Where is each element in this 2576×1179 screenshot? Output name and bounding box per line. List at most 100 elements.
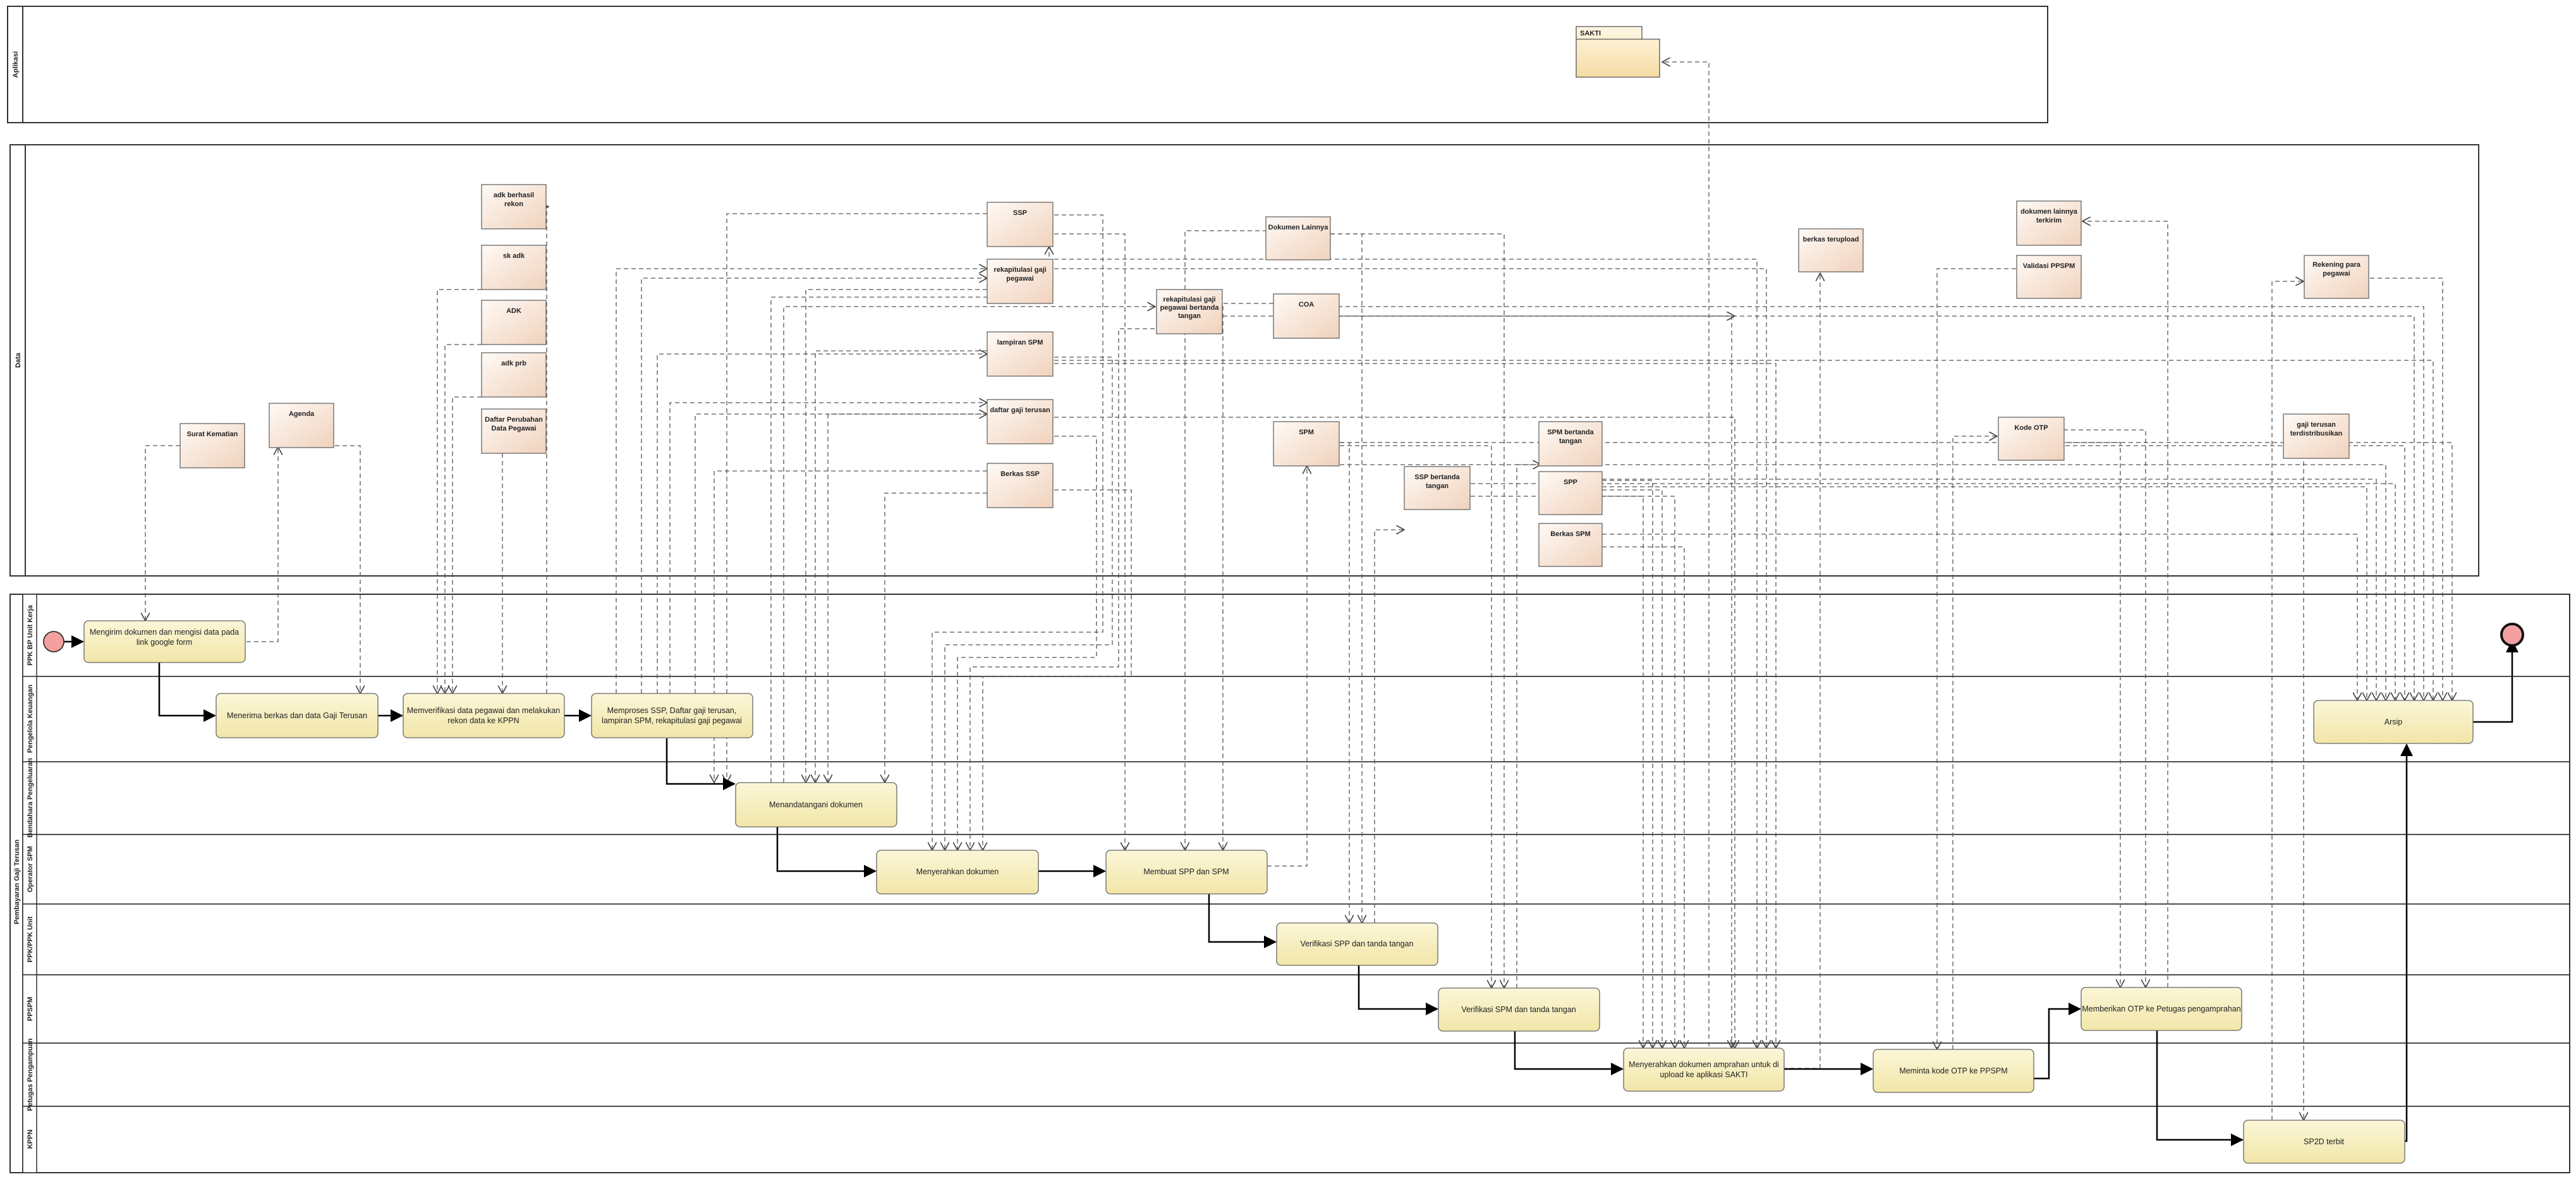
data-agenda[interactable]: Agenda [269,403,334,448]
data-lampiran-spm-label: lampiran SPM [997,339,1043,346]
data-rekapitulasi-gaji-line2: pegawai [1006,275,1033,283]
task-memproses-ssp[interactable] [591,693,753,738]
data-adk-berhasil-rekon-line2: rekon [504,200,523,208]
sakti-application[interactable]: SAKTI [1576,26,1660,78]
data-ssp-bertanda-tangan-line2: tangan [1426,482,1449,490]
data-rekapitulasi-ttd-line2: pegawai bertanda [1160,304,1220,312]
data-berkas-ssp[interactable]: Berkas SSP [987,463,1054,508]
data-associations [145,62,2452,1120]
data-agenda-label: Agenda [289,410,315,418]
data-daftar-gaji-terusan[interactable]: daftar gaji terusan [987,399,1054,444]
data-berkas-terupload[interactable]: berkas terupload [1798,228,1864,272]
task-memberikan-otp[interactable] [2081,987,2242,1031]
task-menyerahkan-dokumen[interactable] [876,850,1039,895]
pool-data-label: Data [15,352,22,368]
data-kode-otp[interactable]: Kode OTP [1998,417,2065,461]
data-ssp-label: SSP [1013,209,1027,217]
data-daftar-perubahan-line1: Daftar Perubahan [485,416,543,424]
task-verifikasi-data-pegawai-label: Memverifikasi data pegawai dan melakukan… [407,706,561,725]
task-verifikasi-data-pegawai[interactable] [403,693,565,738]
start-event [43,631,64,652]
data-berkas-spm-label: Berkas SPM [1550,530,1591,538]
data-rekapitulasi-ttd-line3: tangan [1178,312,1201,320]
data-berkas-spm[interactable]: Berkas SPM [1538,523,1603,567]
data-spp[interactable]: SPP [1538,471,1603,515]
task-arsip-label: Arsip [2385,718,2403,726]
data-surat-kematian-label: Surat Kematian [187,431,238,438]
lane-label-kppn: KPPN [27,1130,34,1149]
lane-label-ppspm: PPSPM [27,997,34,1022]
data-lampiran-spm[interactable]: lampiran SPM [987,331,1054,377]
task-mengirim-dokumen[interactable] [83,620,246,663]
data-dokumen-lainnya[interactable]: Dokumen Lainnya [1265,216,1331,260]
sequence-flows [64,635,2518,1146]
task-meminta-otp[interactable] [1873,1049,2034,1093]
sakti-label: SAKTI [1580,30,1601,37]
data-validasi-ppspm-label: Validasi PPSPM [2023,262,2075,270]
task-membuat-spp-spm-label: Membuat SPP dan SPM [1143,867,1229,876]
data-adk-label: ADK [506,307,521,315]
task-sp2d-terbit-label: SP2D terbit [2304,1137,2344,1146]
data-dokumen-terkirim-line1: dokumen lainnya [2020,208,2078,216]
lane-label-bendahara: Bendahara Pengeluaran [27,758,34,838]
data-sk-adk-label: sk adk [503,252,525,260]
task-verifikasi-spm[interactable] [1438,987,1600,1032]
data-objects: Surat Kematian Agenda adk berhasilrekon … [179,184,2369,567]
task-menandatangani-label: Menandatangani dokumen [769,800,863,809]
task-menyerahkan-amprahan[interactable] [1623,1048,1785,1092]
data-spm[interactable]: SPM [1273,421,1340,467]
data-kode-otp-label: Kode OTP [2014,424,2048,432]
task-menerima-berkas[interactable] [216,693,379,738]
task-arsip[interactable] [2313,700,2474,744]
pool-proses-label: Pembayaran Gaji Terusan [13,840,21,925]
data-coa[interactable]: COA [1273,293,1340,339]
data-dokumen-lainnya-label: Dokumen Lainnya [1268,224,1329,231]
data-rekening-pegawai-line1: Rekening para [2312,261,2361,269]
data-spp-label: SPP [1564,479,1577,486]
data-daftar-gaji-terusan-label: daftar gaji terusan [990,406,1050,414]
data-adk-prb[interactable]: adk prb [481,352,547,398]
data-ssp[interactable]: SSP [987,202,1054,247]
data-surat-kematian[interactable]: Surat Kematian [179,423,245,468]
data-rekapitulasi-ttd-line1: rekapitulasi gaji [1163,296,1215,303]
task-verifikasi-spp-label: Verifikasi SPP dan tanda tangan [1300,939,1413,948]
data-spm-label: SPM [1299,429,1314,436]
task-memproses-ssp-label: Memproses SSP, Daftar gaji terusan,lampi… [602,706,742,725]
data-ssp-bertanda-tangan-line1: SSP bertanda [1414,473,1460,481]
data-sk-adk[interactable]: sk adk [481,245,547,290]
lane-label-pengelola: Pengelola Keuangan [27,685,34,753]
lane-label-petugas: Petugas Pengampuan [27,1038,34,1111]
data-coa-label: COA [1299,301,1315,308]
data-rekening-pegawai-line2: pegawai [2323,270,2350,278]
data-adk[interactable]: ADK [481,300,547,345]
data-validasi-ppspm[interactable]: Validasi PPSPM [2016,255,2082,299]
lane-label-operator: Operator SPM [27,846,34,892]
task-verifikasi-spp[interactable] [1276,922,1438,966]
data-berkas-ssp-label: Berkas SSP [1000,470,1040,478]
lane-label-ppk: PPK BP Unit Kerja [27,604,34,666]
task-menandatangani[interactable] [735,782,897,828]
task-sp2d-terbit[interactable] [2243,1120,2405,1164]
data-adk-berhasil-rekon-line1: adk berhasil [494,192,534,199]
pool-aplikasi: Aplikasi [7,6,2048,123]
data-daftar-perubahan-line2: Data Pegawai [492,425,537,432]
data-gaji-terdistribusikan-line1: gaji terusan [2297,421,2336,429]
lane-label-ppkunit: PPK/PPK Unit [27,916,34,962]
data-adk-prb-label: adk prb [501,360,526,367]
lanes: PPK BP Unit Kerja Pengelola Keuangan Ben… [22,594,2570,1173]
task-membuat-spp-spm[interactable] [1105,850,1268,895]
data-dokumen-terkirim-line2: terkirim [2036,217,2062,224]
